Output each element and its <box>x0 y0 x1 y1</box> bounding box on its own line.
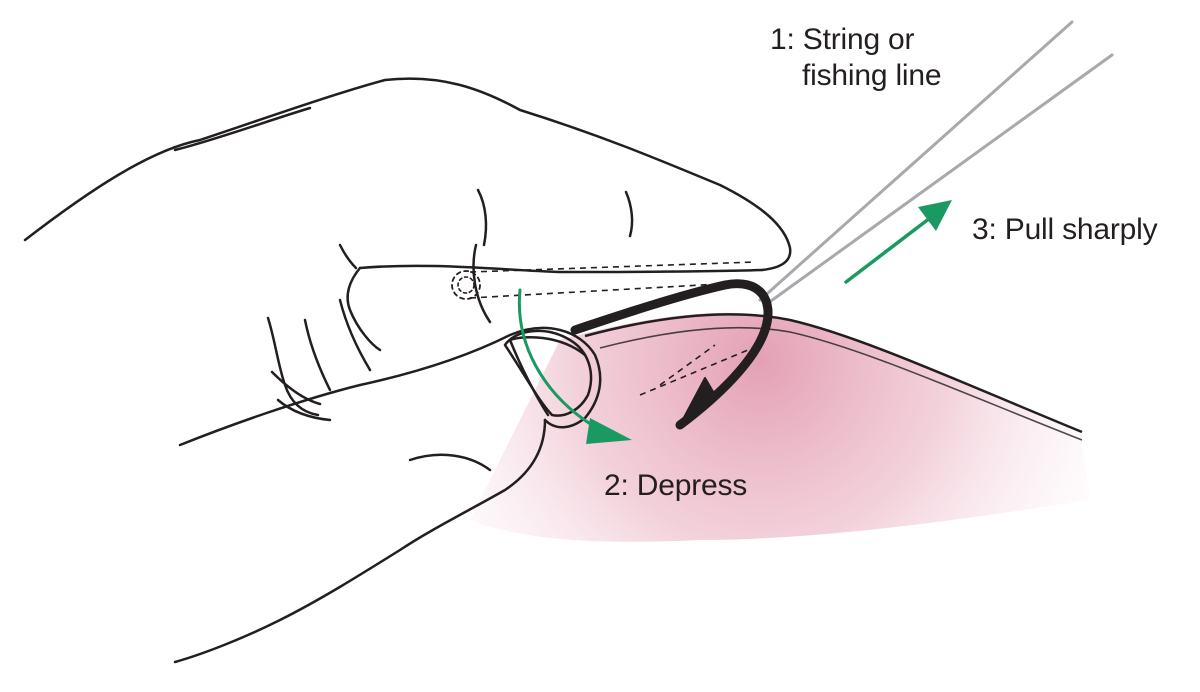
label-pull-sharply: 3: Pull sharply <box>972 213 1158 246</box>
fishing-line <box>758 20 1114 308</box>
label-string-or-fishing-line: 1: String or fishing line <box>770 22 942 94</box>
label-step1-line2: fishing line <box>802 59 942 92</box>
straight-arrow-icon <box>844 200 952 284</box>
skin-surface <box>470 312 1090 542</box>
label-depress: 2: Depress <box>604 469 748 502</box>
hand-outline <box>23 77 792 664</box>
curved-arrow-icon <box>517 288 632 444</box>
label-step1-line1: 1: String or <box>770 23 915 56</box>
fishhook <box>570 279 773 430</box>
hidden-line-dashed <box>469 261 761 396</box>
